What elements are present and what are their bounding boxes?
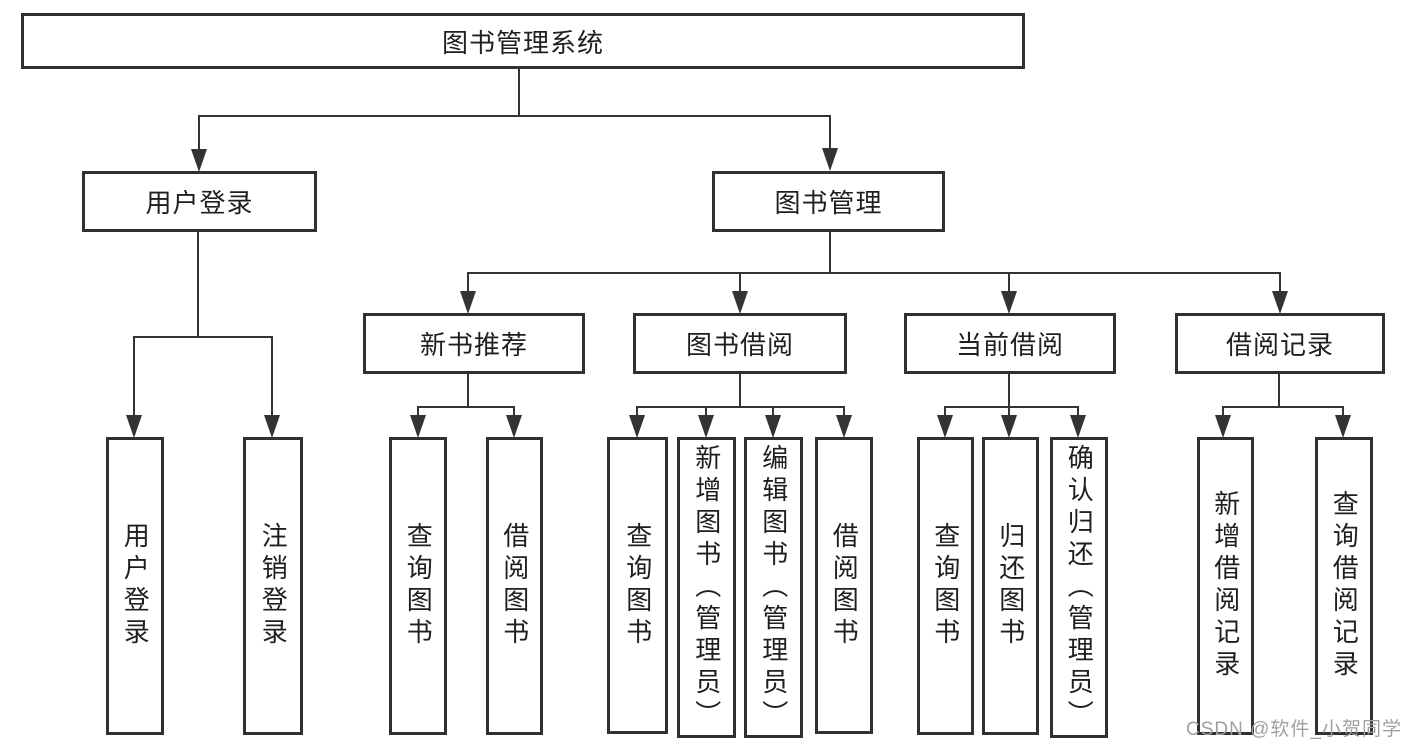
arrow-down-icon <box>822 148 838 171</box>
leaf-cb-query-books: 查询图书 <box>917 437 974 735</box>
node-label: 新书推荐 <box>419 330 528 360</box>
connector-line <box>198 115 831 117</box>
watermark-text: CSDN @软件_小贺同学 <box>1186 719 1402 740</box>
connector-line <box>467 272 1281 274</box>
node-label: 当前借阅 <box>955 330 1064 360</box>
node-label: 借阅图书 <box>499 522 530 650</box>
node-label: 图书借阅 <box>685 330 794 360</box>
node-label: 借阅图书 <box>829 521 860 650</box>
leaf-cb-return-books: 归还图书 <box>982 437 1039 735</box>
connector-line <box>1222 406 1224 416</box>
connector-line <box>944 406 946 416</box>
node-label: 查询图书 <box>930 522 961 650</box>
connector-line <box>829 115 831 150</box>
arrow-down-icon <box>506 415 522 438</box>
connector-line <box>944 406 1079 408</box>
node-label: 图书管理 <box>774 188 883 218</box>
arrow-down-icon <box>126 415 142 438</box>
connector-line <box>1008 406 1010 416</box>
node-label: 编辑图书（管理员） <box>758 443 789 732</box>
leaf-bb-query-books: 查询图书 <box>607 437 668 734</box>
arrow-down-icon <box>460 291 476 314</box>
connector-line <box>271 336 273 416</box>
connector-line <box>739 374 741 408</box>
connector-line <box>1279 272 1281 293</box>
node-book-management: 图书管理 <box>712 171 945 232</box>
connector-line <box>843 406 845 416</box>
node-label: 注销登录 <box>258 522 289 650</box>
connector-line <box>518 69 520 116</box>
arrow-down-icon <box>836 415 852 438</box>
arrow-down-icon <box>937 415 953 438</box>
node-current-borrowing: 当前借阅 <box>904 313 1116 374</box>
arrow-down-icon <box>1335 415 1351 438</box>
arrow-down-icon <box>1272 291 1288 314</box>
node-label: 确认归还（管理员） <box>1064 443 1095 732</box>
connector-line <box>705 406 707 416</box>
connector-line <box>829 232 831 274</box>
arrow-down-icon <box>410 415 426 438</box>
arrow-down-icon <box>191 149 207 172</box>
arrow-down-icon <box>1070 415 1086 438</box>
node-label: 新增图书（管理员） <box>691 443 722 732</box>
arrow-down-icon <box>1001 291 1017 314</box>
connector-line <box>772 406 774 416</box>
connector-line <box>1222 406 1344 408</box>
arrow-down-icon <box>732 291 748 314</box>
connector-line <box>636 406 638 416</box>
arrow-down-icon <box>629 415 645 438</box>
node-label: 归还图书 <box>995 522 1026 650</box>
connector-line <box>636 406 845 408</box>
node-new-book-recommend: 新书推荐 <box>363 313 585 374</box>
leaf-logout: 注销登录 <box>243 437 303 735</box>
connector-line <box>513 406 515 416</box>
connector-line <box>197 232 199 338</box>
leaf-br-query-record: 查询借阅记录 <box>1315 437 1373 735</box>
node-label: 用户登录 <box>145 188 254 218</box>
node-library-system: 图书管理系统 <box>21 13 1025 69</box>
node-label: 借阅记录 <box>1225 330 1334 360</box>
arrow-down-icon <box>698 415 714 438</box>
connector-line <box>417 406 419 416</box>
connector-line <box>133 336 135 416</box>
connector-line <box>1008 374 1010 408</box>
connector-line <box>1342 406 1344 416</box>
leaf-cb-confirm-return-admin: 确认归还（管理员） <box>1050 437 1108 738</box>
leaf-bb-add-books-admin: 新增图书（管理员） <box>677 437 736 738</box>
leaf-bb-edit-books-admin: 编辑图书（管理员） <box>744 437 803 738</box>
node-book-borrowing: 图书借阅 <box>633 313 847 374</box>
arrow-down-icon <box>1215 415 1231 438</box>
connector-line <box>417 406 515 408</box>
leaf-nbr-borrow-books: 借阅图书 <box>486 437 543 735</box>
leaf-user-login: 用户登录 <box>106 437 164 735</box>
connector-line <box>1278 374 1280 408</box>
connector-line <box>467 374 469 408</box>
connector-line <box>467 272 469 293</box>
node-label: 查询图书 <box>622 521 653 650</box>
arrow-down-icon <box>1001 415 1017 438</box>
node-label: 用户登录 <box>120 522 151 650</box>
node-user-login: 用户登录 <box>82 171 317 232</box>
node-label: 查询图书 <box>403 522 434 650</box>
node-label: 查询借阅记录 <box>1329 490 1360 682</box>
connector-line <box>198 115 200 150</box>
arrow-down-icon <box>264 415 280 438</box>
node-label: 图书管理系统 <box>441 27 604 58</box>
connector-line <box>739 272 741 293</box>
connector-line <box>133 336 273 338</box>
node-label: 新增借阅记录 <box>1210 490 1241 682</box>
connector-line <box>1008 272 1010 293</box>
arrow-down-icon <box>765 415 781 438</box>
leaf-br-add-record: 新增借阅记录 <box>1197 437 1254 735</box>
leaf-nbr-query-books: 查询图书 <box>389 437 447 735</box>
connector-line <box>1077 406 1079 416</box>
node-borrowing-records: 借阅记录 <box>1175 313 1385 374</box>
leaf-bb-borrow-books: 借阅图书 <box>815 437 873 734</box>
